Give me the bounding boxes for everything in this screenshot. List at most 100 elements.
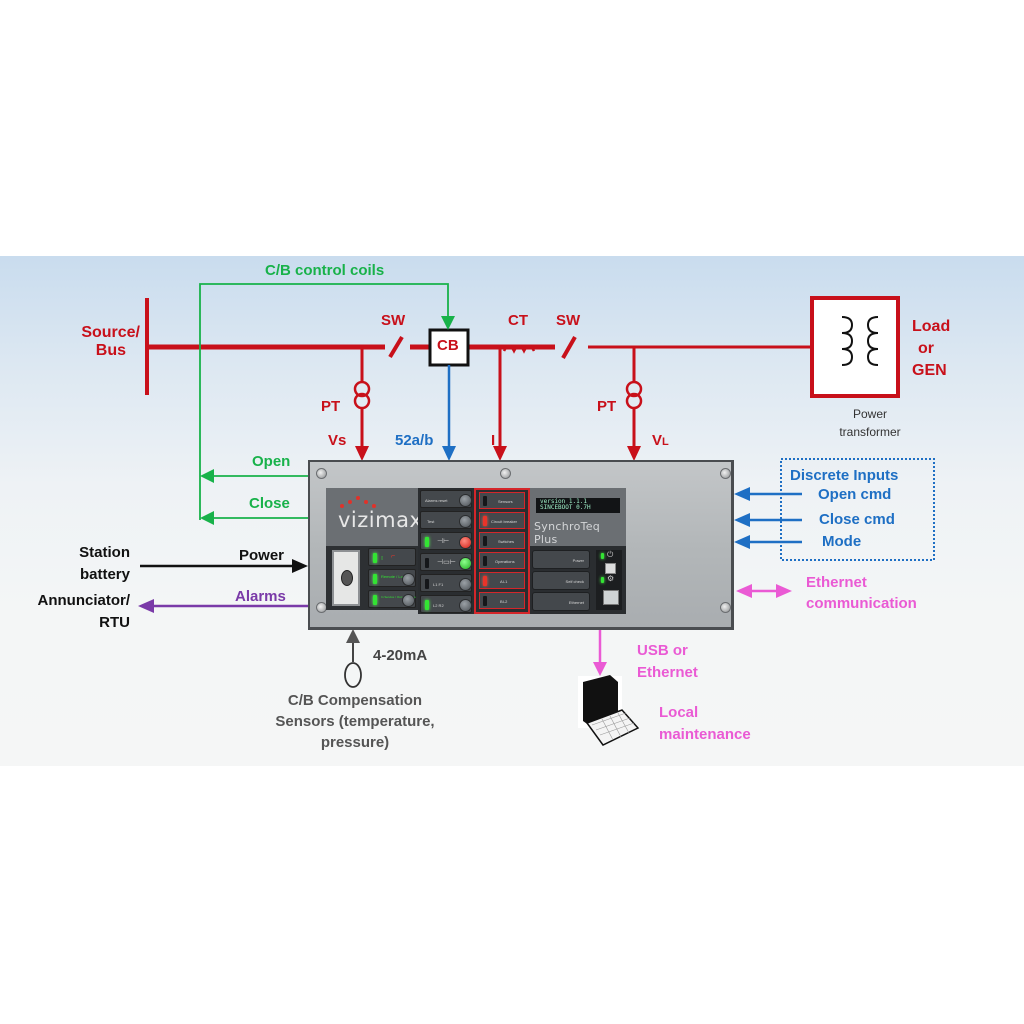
sensor-circle <box>344 662 362 688</box>
screw-icon <box>316 468 327 479</box>
power-transformer-label: Power transformer <box>820 405 920 441</box>
sw-right-label: SW <box>556 312 581 329</box>
pt-left-label: PT <box>321 398 341 415</box>
lcd-line1: version 1.1.1 <box>540 498 587 505</box>
sensors-label: C/B Compensation Sensors (temperature, p… <box>255 690 455 753</box>
power-transformer-box <box>810 296 900 398</box>
operations-indicator: Operations <box>479 552 525 569</box>
ethernet-status: Ethernet <box>532 592 590 611</box>
transformer-winding-right <box>866 316 879 366</box>
mode-label: Mode <box>822 533 862 550</box>
key-switch[interactable] <box>332 550 360 606</box>
sw-right-blade <box>561 336 577 359</box>
sw-left-label: SW <box>381 312 406 329</box>
open-arrow <box>200 469 214 483</box>
local-maintenance-label: Local maintenance <box>659 702 751 746</box>
usb-line2: Ethernet <box>637 664 698 681</box>
synchroteq-device: vizimax ▯⌐ Remote / Local In Service / O… <box>308 460 734 630</box>
control-coils-arrow <box>441 316 455 330</box>
l1-f1-button[interactable]: L1 F1 <box>420 574 472 592</box>
alarms-reset-button[interactable]: Alarms reset <box>420 490 472 508</box>
current-label: I <box>491 432 496 449</box>
power-icon: ⏻ <box>607 550 614 559</box>
vl-sub: L <box>662 436 669 448</box>
station-battery-label: Station battery <box>40 542 130 586</box>
annunciator-label: Annunciator/ RTU <box>10 590 131 634</box>
power-arrow <box>292 559 308 573</box>
load-line1: Load <box>912 318 951 335</box>
ct-coil <box>502 344 536 354</box>
vl-main: V <box>652 432 663 449</box>
test-button[interactable]: Test <box>420 511 472 529</box>
usb-arrow-down <box>593 662 607 676</box>
sensors-line1: C/B Compensation <box>287 692 423 709</box>
close-label: Close <box>249 495 290 512</box>
vizimax-logo: vizimax <box>338 508 423 532</box>
load-line3: GEN <box>912 362 947 379</box>
power-transformer-line1: Power <box>852 407 887 421</box>
discrete-inputs-title: Discrete Inputs <box>790 467 899 484</box>
remote-local-button[interactable]: Remote / Local <box>368 569 416 587</box>
alarms-label: Alarms <box>235 588 286 605</box>
close-cmd-arrow <box>734 513 750 527</box>
sw-left-blade <box>388 335 404 359</box>
ethernet-arrow-left <box>736 584 752 598</box>
local-line2: maintenance <box>659 726 751 743</box>
pt-right-label: PT <box>597 398 617 415</box>
status-block: Power Self check Ethernet ⏻ ⚙ <box>530 546 626 614</box>
annunciator-line1: Annunciator/ <box>37 592 131 609</box>
self-check-status: Self check <box>532 571 590 590</box>
l2-r2-button[interactable]: L2 R2 <box>420 595 472 613</box>
open-cmd-label: Open cmd <box>818 486 892 503</box>
sensors-line3: pressure) <box>320 734 390 751</box>
ai1-indicator: AI-1 <box>479 572 525 589</box>
annunciator-line2: RTU <box>99 614 130 631</box>
ethernet-arrow-right <box>776 584 792 598</box>
diagram-lines <box>138 283 935 746</box>
cb-label: CB <box>437 337 459 354</box>
sensors-indicator: Sensors <box>479 492 525 509</box>
transformer-winding-left <box>841 316 854 366</box>
pt-left-coil-top <box>353 380 371 398</box>
pt-right-coil-top <box>625 380 643 398</box>
close-cb-button[interactable]: ⊣▭⊢ <box>420 553 472 571</box>
status-arrow <box>442 446 456 461</box>
power-transformer-line2: transformer <box>839 425 901 439</box>
vs-arrow <box>355 446 369 461</box>
cb-box <box>428 328 470 367</box>
current-arrow <box>493 446 507 461</box>
mode-arrow <box>734 535 750 549</box>
alarm-indicator-block: Sensors Circuit breaker Switches Operati… <box>474 488 530 614</box>
ethernet-line1: Ethernet <box>806 574 867 591</box>
ethernet-port[interactable] <box>603 590 619 605</box>
close-cmd-label: Close cmd <box>819 511 895 528</box>
settings-icon: ⚙ <box>607 574 615 583</box>
ethernet-comm-label: Ethernet communication <box>806 572 917 614</box>
load-line2: or <box>918 340 934 357</box>
brand-label: SynchroTeq Plus <box>534 520 601 546</box>
discrete-inputs-box <box>780 458 935 561</box>
close-arrow <box>200 511 214 525</box>
ethernet-line2: communication <box>806 595 917 612</box>
laptop-icon <box>578 675 640 746</box>
switches-indicator: Switches <box>479 532 525 549</box>
bi2-indicator: BI-2 <box>479 592 525 609</box>
sensor-arrow <box>346 629 360 643</box>
in-service-button[interactable]: In Service / Out of Service <box>368 590 416 608</box>
open-cmd-arrow <box>734 487 750 501</box>
source-bus-line2: Bus <box>95 341 126 359</box>
source-bus-label: Source/ Bus <box>60 324 140 359</box>
open-cb-button[interactable]: ⊣⊢ <box>420 532 472 550</box>
alarms-arrow <box>138 599 154 613</box>
station-battery-line2: battery <box>79 566 130 583</box>
open-label: Open <box>252 453 291 470</box>
usb-line1: USB or <box>637 642 688 659</box>
source-bus-line1: Source/ <box>81 324 140 341</box>
analog-label: 4-20mA <box>373 647 428 664</box>
circuit-breaker-indicator: Circuit breaker <box>479 512 525 529</box>
usb-port[interactable] <box>605 563 616 574</box>
screw-icon <box>720 468 731 479</box>
load-gen-label: Load or GEN <box>912 316 950 382</box>
